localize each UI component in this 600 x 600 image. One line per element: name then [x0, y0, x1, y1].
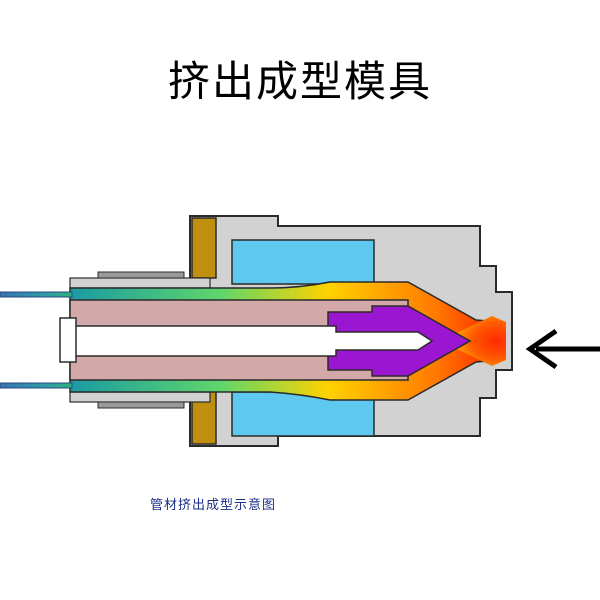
cooling-block-top [231, 239, 375, 285]
sizing-sleeve-top [69, 277, 211, 289]
heater-band-bottom [97, 401, 185, 409]
bore-plug [59, 317, 77, 363]
pipe-wall-top [0, 291, 73, 298]
heater-band-top [97, 271, 185, 279]
arrow-left-icon [525, 328, 600, 370]
clamp-ring-top [191, 217, 217, 279]
page-title: 挤出成型模具 [167, 57, 432, 106]
diagram-caption: 管材挤出成型示意图 [150, 498, 277, 513]
melt-inlet-cone [440, 316, 506, 366]
sizing-sleeve-bottom [69, 391, 211, 403]
pipe-wall-bottom [0, 382, 73, 389]
mandrel-bore [61, 325, 434, 357]
